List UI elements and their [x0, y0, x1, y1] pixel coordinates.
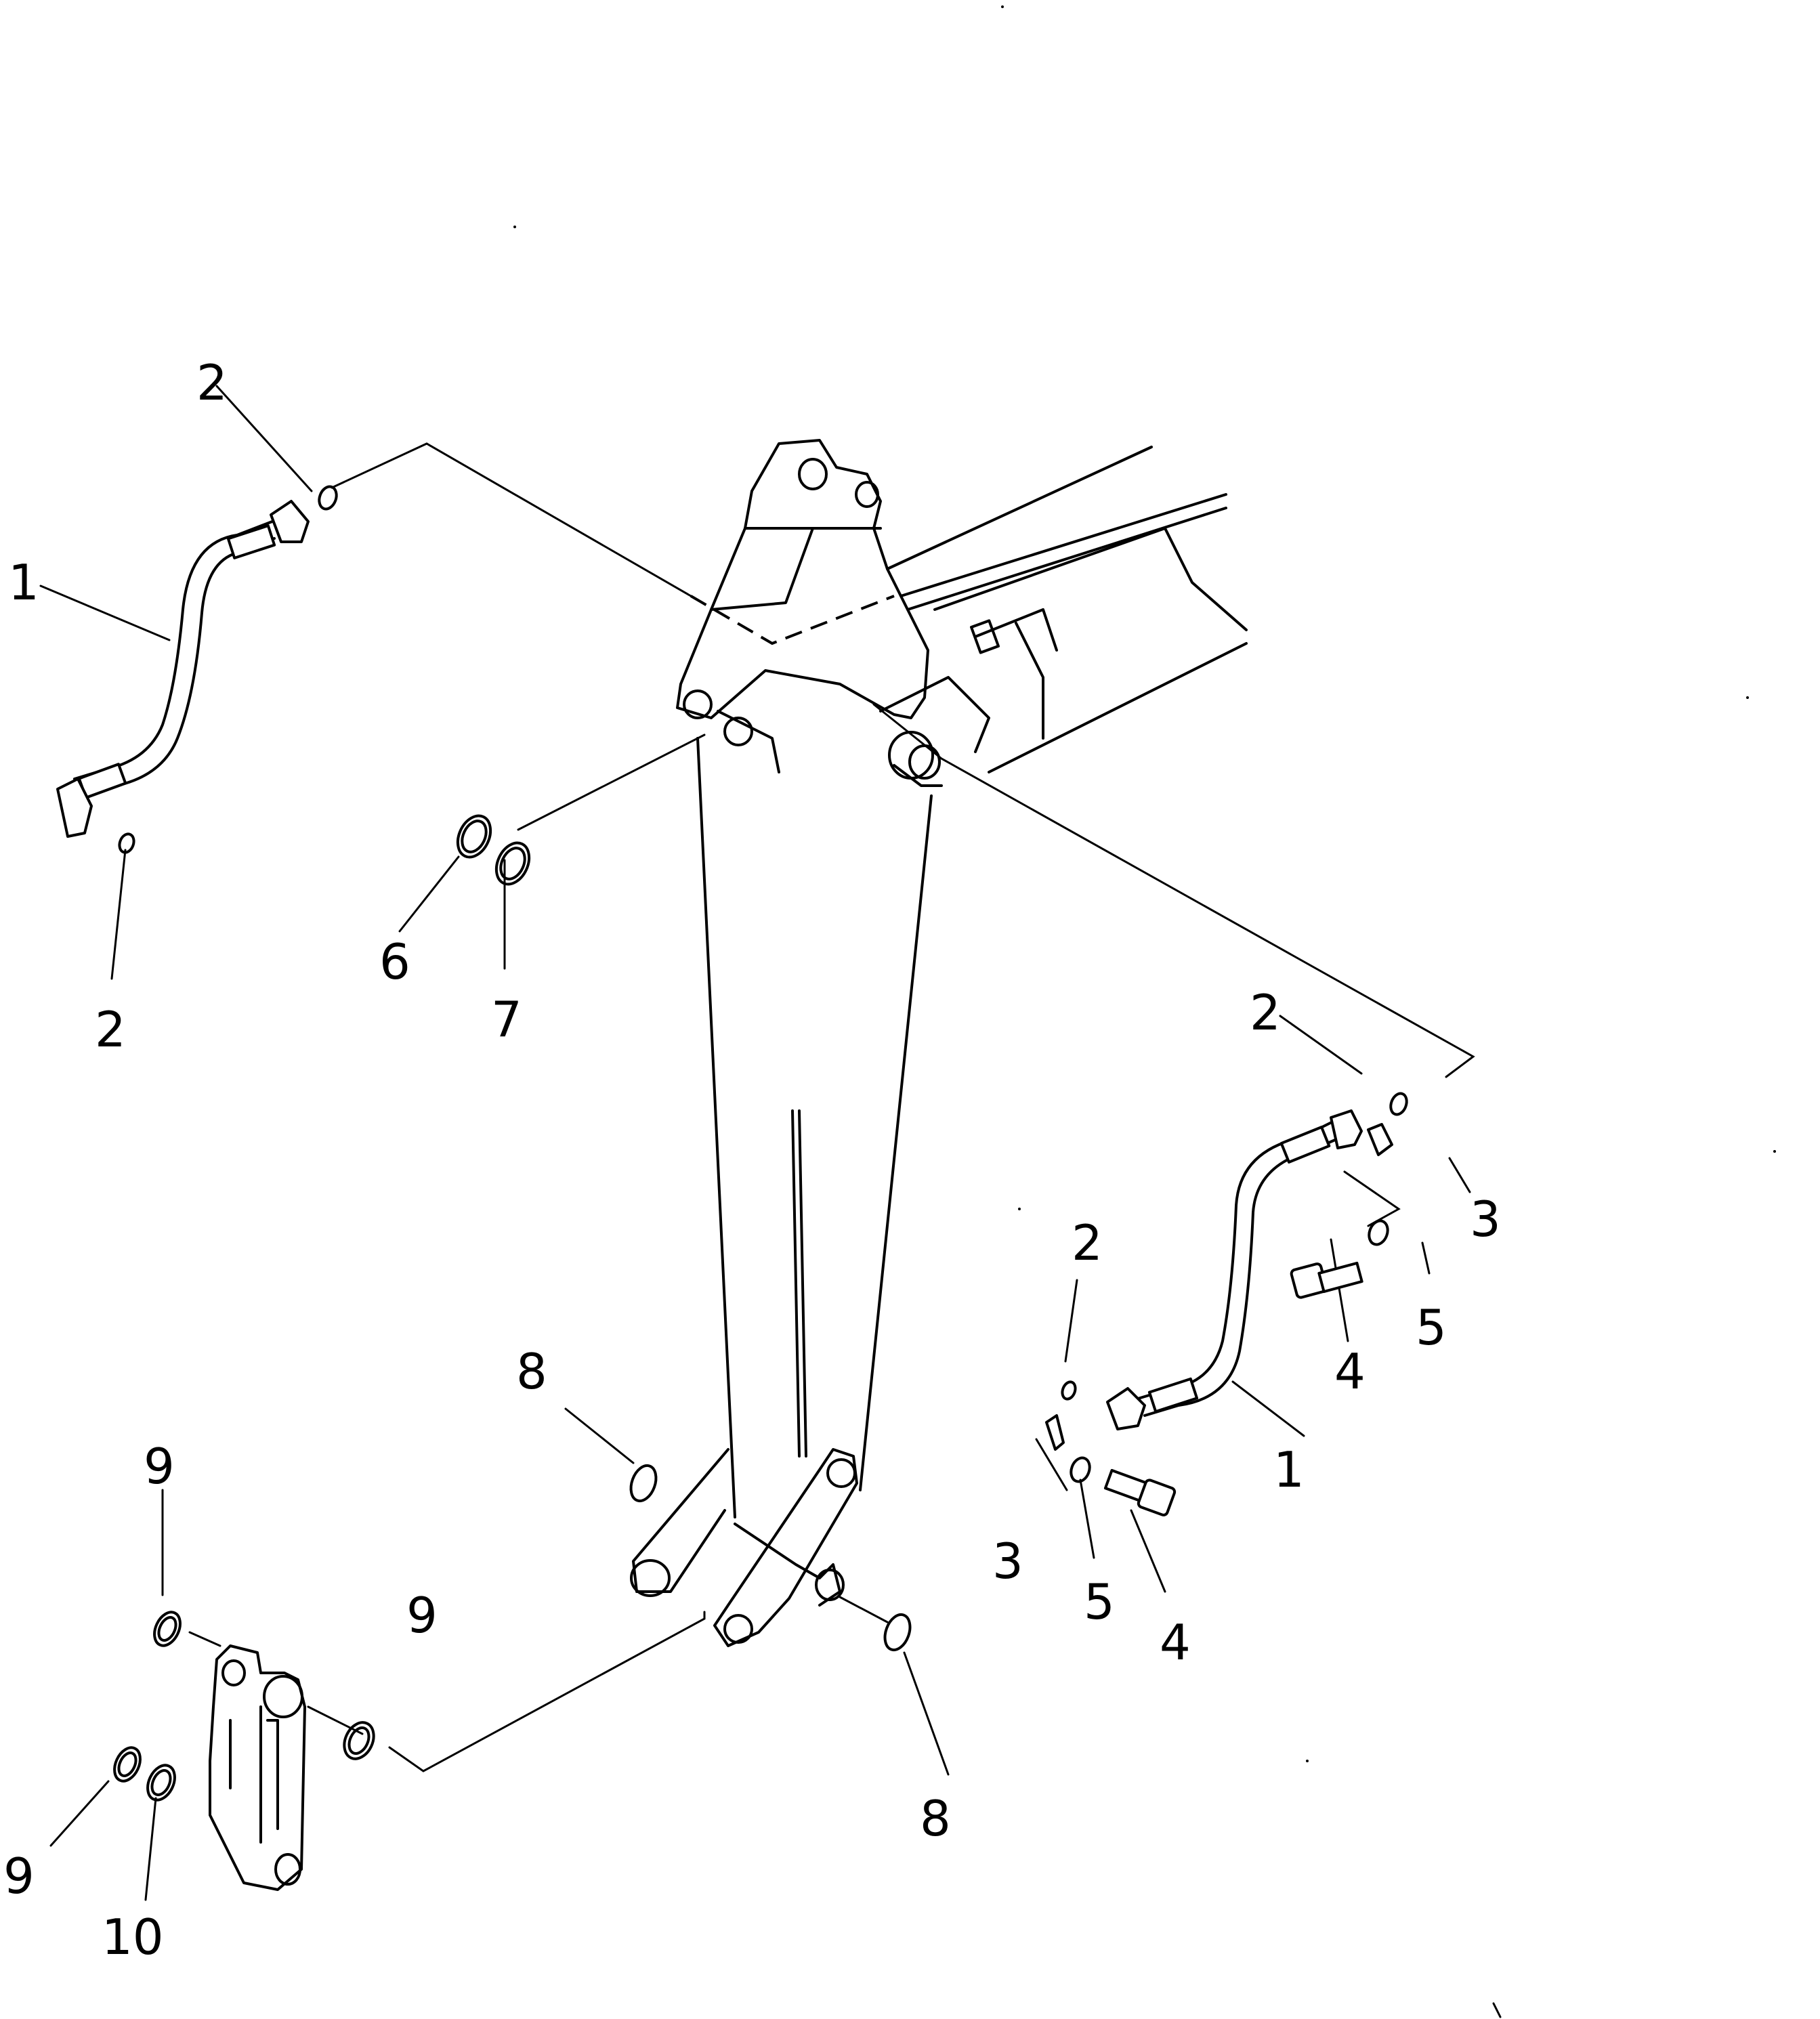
ring-9-top-inner	[157, 1616, 177, 1642]
bolt-4-right	[1290, 1261, 1363, 1299]
callout-9-right: 9	[406, 1587, 438, 1644]
hose-right	[1106, 1109, 1363, 1430]
callout-8-lower: 8	[920, 1790, 951, 1847]
callout-2-top-left: 2	[196, 354, 228, 411]
callout-9-top: 9	[144, 1438, 175, 1495]
ring-10	[146, 1764, 176, 1802]
callout-1-right: 1	[1273, 1441, 1305, 1498]
washer-5-right	[1368, 1219, 1389, 1246]
ring-9-right-inner	[347, 1726, 371, 1755]
arm-body	[630, 439, 1248, 1647]
small-parts	[113, 485, 1408, 1802]
callout-8-upper: 8	[516, 1343, 547, 1400]
o-ring-2-right-top	[1389, 1092, 1408, 1116]
clamp-3-right	[1367, 1123, 1393, 1156]
bolt-4-lower	[1103, 1468, 1177, 1516]
ring-9-right	[343, 1721, 375, 1760]
callout-2-right-top: 2	[1250, 984, 1281, 1041]
callout-4-lower: 4	[1160, 1614, 1191, 1671]
scan-specks	[513, 5, 1776, 2018]
o-ring-2-left	[118, 832, 135, 854]
callout-10: 10	[102, 1909, 164, 1965]
seal-6-inner	[461, 820, 488, 853]
link-bracket	[209, 1644, 306, 1891]
o-ring-2-right-mid	[1061, 1380, 1077, 1401]
callout-9-left: 9	[3, 1848, 35, 1905]
callout-3-right: 3	[1470, 1191, 1501, 1248]
o-ring-2-top-left	[318, 485, 338, 511]
seal-7-inner	[499, 847, 526, 880]
o-ring-8-lower	[883, 1613, 912, 1652]
callout-1-left: 1	[8, 554, 39, 611]
o-ring-8-upper	[629, 1464, 658, 1503]
ring-9-top	[153, 1611, 182, 1647]
seal-6	[456, 814, 492, 859]
hose-left	[56, 500, 310, 838]
ring-9-left-inner	[117, 1751, 137, 1777]
callout-7: 7	[491, 991, 522, 1048]
callout-5-lower: 5	[1084, 1573, 1115, 1630]
callout-2-right-mid: 2	[1072, 1214, 1103, 1271]
callout-labels: 2 1 2 6 7 2 3 2 5 4 1 3 5 4 8 8 9 9 9 10	[3, 354, 1501, 1965]
callout-6: 6	[379, 933, 410, 990]
callout-4-right: 4	[1334, 1343, 1366, 1400]
washer-5-lower	[1070, 1456, 1091, 1483]
ring-10-inner	[150, 1769, 172, 1796]
callout-5-right: 5	[1416, 1299, 1447, 1356]
seal-7	[494, 841, 531, 886]
ring-9-left	[113, 1746, 142, 1783]
callout-2-left-bottom: 2	[95, 1001, 126, 1058]
callout-3-lower: 3	[992, 1533, 1023, 1590]
clamp-3-lower	[1045, 1414, 1065, 1451]
